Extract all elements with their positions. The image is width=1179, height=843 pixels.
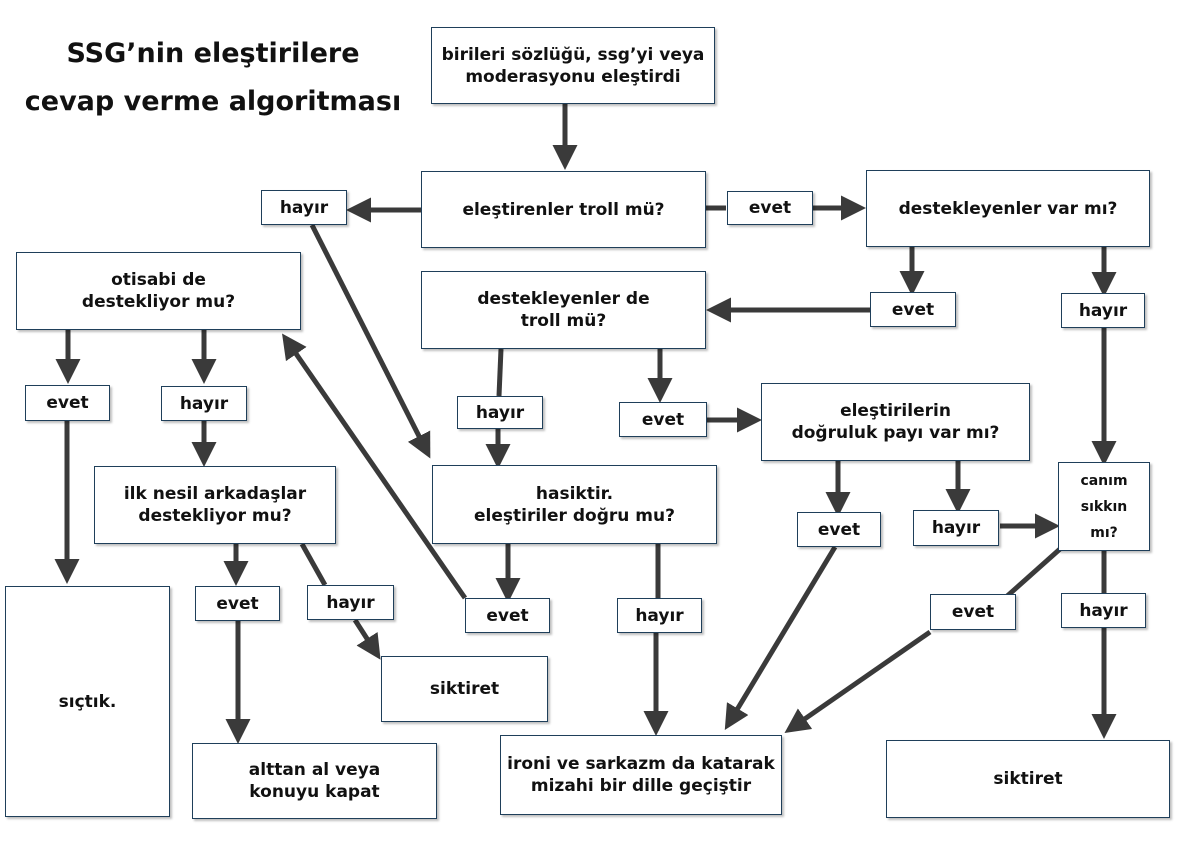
node-first-gen-question: ilk nesil arkadaşlar destekliyor mu?: [94, 466, 336, 544]
label-annoyed-yes: evet: [930, 594, 1016, 630]
page-title: SSG’nin eleştirilere cevap verme algorit…: [24, 38, 402, 117]
node-hasiktir-question: hasiktir. eleştiriler doğru mu?: [432, 465, 717, 544]
label-troll-yes: evet: [727, 191, 813, 225]
label-supporters-no: hayır: [1061, 293, 1145, 328]
arrow-truth-yes-to-irony: [724, 545, 838, 730]
node-annoyed-question: canım sıkkın mı?: [1058, 462, 1150, 551]
label-hasiktir-yes: evet: [465, 598, 550, 633]
arrow-annoyed-yes-to-irony: [784, 629, 932, 733]
node-close-topic: alttan al veya konuyu kapat: [192, 743, 437, 819]
label-truth-no: hayır: [913, 510, 999, 546]
label-annoyed-no: hayır: [1061, 593, 1146, 628]
arrow-no-to-hasiktir: [309, 223, 431, 459]
label-supporters-yes: evet: [870, 292, 956, 327]
node-doomed: sıçtık.: [5, 586, 170, 817]
node-siktiret-right: siktiret: [886, 740, 1170, 818]
arrow-has-yes-to-otisabi: [282, 333, 468, 600]
label-hasiktir-no: hayır: [617, 598, 702, 633]
arrow-fg-to-no: [299, 542, 328, 587]
node-troll-question: eleştirenler troll mü?: [421, 171, 706, 248]
label-first-gen-no: hayır: [307, 585, 394, 620]
node-truth-question: eleştirilerin doğruluk payı var mı?: [761, 383, 1030, 461]
label-troll-no: hayır: [261, 190, 347, 225]
node-siktiret-middle: siktiret: [381, 656, 548, 722]
arrow-annoyed-to-yes: [1003, 547, 1062, 600]
node-start: birileri sözlüğü, ssg’yi veya moderasyon…: [431, 27, 715, 104]
label-first-gen-yes: evet: [195, 586, 280, 621]
label-supporters-troll-no: hayır: [457, 396, 543, 429]
node-supporters-question: destekleyenler var mı?: [866, 170, 1150, 247]
arrow-st-to-no: [496, 348, 504, 397]
node-irony: ironi ve sarkazm da katarak mizahi bir d…: [500, 735, 782, 815]
node-otisabi-question: otisabi de destekliyor mu?: [16, 252, 301, 330]
label-otisabi-yes: evet: [25, 385, 110, 421]
label-supporters-troll-yes: evet: [619, 402, 707, 437]
label-truth-yes: evet: [797, 512, 881, 547]
label-otisabi-no: hayır: [161, 386, 247, 421]
node-supporters-troll-question: destekleyenler de troll mü?: [421, 271, 706, 349]
arrow-fg-no-to-siktiret: [352, 618, 381, 660]
